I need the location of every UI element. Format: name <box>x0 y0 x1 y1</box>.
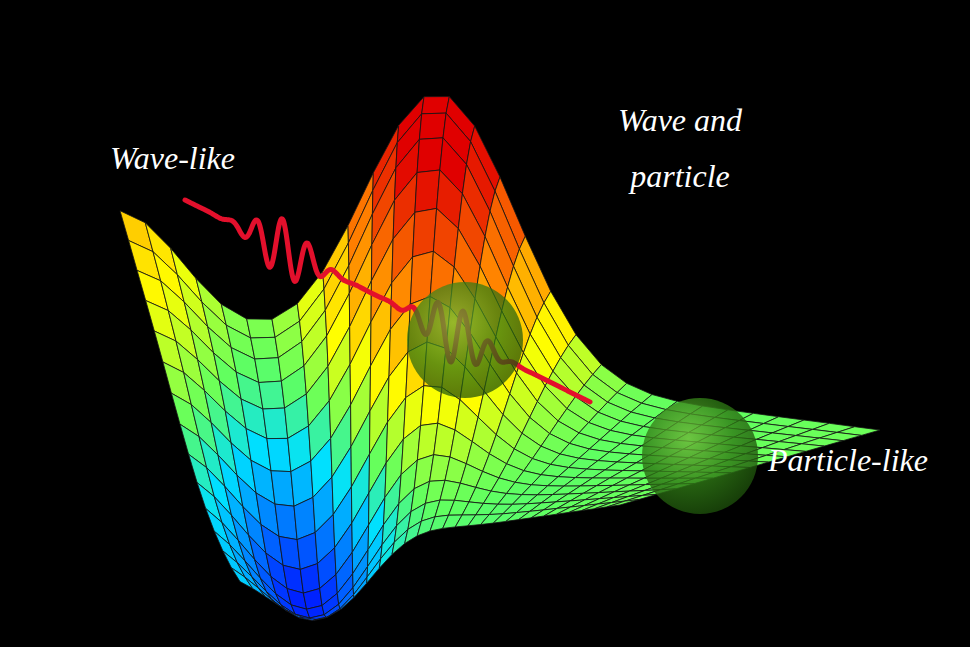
mesh-cell <box>275 504 297 539</box>
mesh-cell <box>417 138 443 173</box>
mesh-cell <box>422 97 450 114</box>
caption-label: Wave-like <box>110 138 235 178</box>
mesh-cell <box>326 609 341 618</box>
mesh-cell <box>413 208 437 257</box>
caption-label: Wave and particle <box>596 92 764 204</box>
mesh-cell <box>286 610 304 618</box>
mesh-cell <box>419 113 446 139</box>
mesh-cell <box>415 170 440 212</box>
mesh-cell <box>231 568 252 589</box>
wave-line <box>185 200 590 402</box>
mesh-cell <box>223 551 245 577</box>
caption-label: Particle-like <box>768 440 928 480</box>
mesh-cell <box>607 500 638 507</box>
mesh-cell <box>379 542 394 568</box>
mesh-cell <box>354 577 368 597</box>
mesh-cell <box>259 381 285 409</box>
mesh-cell <box>367 559 381 584</box>
particle-sphere <box>642 398 758 514</box>
mesh-cell <box>255 358 282 383</box>
mesh-cell <box>271 471 294 506</box>
particle-sphere <box>407 282 523 398</box>
mesh-cell <box>272 600 291 613</box>
mesh-cell <box>300 564 319 594</box>
mesh-cell <box>214 531 237 562</box>
mesh-cell <box>267 438 291 471</box>
mesh-cell <box>313 617 329 621</box>
mesh-cell <box>245 577 265 596</box>
mesh-cell <box>340 595 354 609</box>
wave-path <box>185 200 590 402</box>
mesh-cell <box>297 533 317 570</box>
mesh-cell <box>625 494 657 501</box>
mesh-cell <box>339 587 354 608</box>
mesh-cell <box>294 497 315 539</box>
mesh-cell <box>251 337 279 359</box>
mesh-cell <box>263 408 288 439</box>
mesh-cell <box>247 319 275 338</box>
